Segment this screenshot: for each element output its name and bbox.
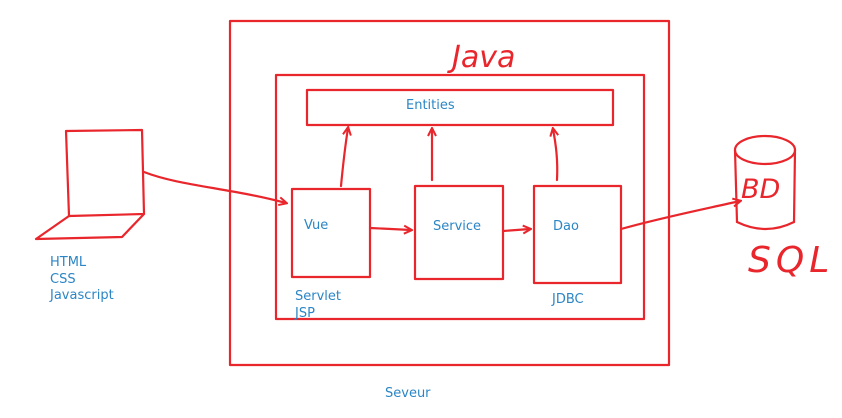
entities-label: Entities [406, 98, 455, 113]
service-box [413, 184, 505, 281]
dao-to-database-arrow [619, 201, 740, 231]
client-label-html: HTML [50, 255, 87, 270]
client-label-javascript: Javascript [49, 288, 114, 303]
entities-box [305, 88, 615, 127]
dao-box [532, 184, 623, 285]
service-to-dao-arrow [501, 229, 530, 231]
dao-to-entities-arrow [553, 129, 557, 182]
client-to-vue-arrow [142, 170, 286, 203]
jdbc-label: JDBC [551, 292, 584, 307]
java-box [274, 73, 646, 321]
database-cylinder-icon [733, 134, 797, 231]
servlet-label: Servlet [295, 289, 341, 304]
java-handwritten-label: Java [447, 40, 515, 75]
vue-to-service-arrow [368, 228, 411, 230]
dao-label: Dao [553, 219, 579, 234]
server-box [228, 19, 671, 367]
sql-handwritten-label: SQL [748, 240, 834, 281]
client-label-css: CSS [50, 272, 76, 287]
jsp-label: JSP [294, 306, 315, 321]
vue-box [290, 187, 372, 279]
service-label: Service [433, 219, 481, 234]
bd-handwritten-label: BD [741, 174, 780, 205]
server-label: Seveur [385, 386, 431, 401]
vue-to-entities-arrow [339, 128, 348, 188]
laptop-icon [34, 128, 146, 241]
vue-label: Vue [304, 218, 328, 233]
